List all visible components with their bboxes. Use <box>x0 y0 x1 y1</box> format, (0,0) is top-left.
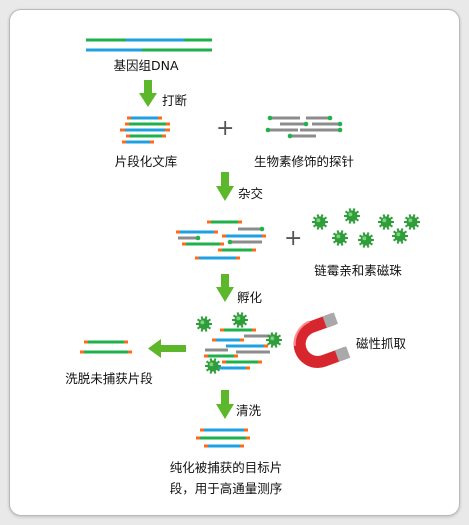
streptavidin-bead <box>205 358 221 374</box>
streptavidin-beads-graphic <box>312 208 420 248</box>
label-wash-out: 洗脱未捕获片段 <box>65 371 153 386</box>
hybridized-complex-graphic <box>176 220 266 260</box>
unbound-fragments-graphic <box>80 340 132 354</box>
arrow-incubate <box>216 274 234 302</box>
streptavidin-bead <box>332 230 348 246</box>
label-incubate: 孵化 <box>237 290 263 305</box>
label-hybridize: 杂交 <box>238 186 264 201</box>
streptavidin-bead <box>358 232 374 248</box>
genomic-dna-graphic <box>86 38 212 52</box>
streptavidin-bead <box>196 316 212 332</box>
arrow-hybridize <box>216 172 234 201</box>
label-genomic-dna: 基因组DNA <box>113 58 179 73</box>
plus-sign-2: + <box>284 226 303 251</box>
arrow-wash <box>216 390 234 419</box>
arrow-wash-out <box>148 339 186 358</box>
label-wash: 清洗 <box>236 403 262 418</box>
label-fragment-library: 片段化文库 <box>114 154 178 169</box>
captured-beads-graphic <box>196 312 282 374</box>
streptavidin-bead <box>312 214 328 230</box>
plus-sign-1: + <box>216 116 235 141</box>
fragment-library-graphic <box>120 116 170 144</box>
biotin-probe-graphic <box>265 115 343 139</box>
magnet-icon <box>293 312 351 368</box>
label-magnetic-capture: 磁性抓取 <box>356 336 407 351</box>
label-purify-line1: 纯化被捕获的目标片 <box>169 460 283 475</box>
streptavidin-bead <box>266 332 282 348</box>
streptavidin-bead <box>392 228 408 244</box>
streptavidin-bead <box>404 214 420 230</box>
streptavidin-bead <box>378 214 394 230</box>
label-fragment: 打断 <box>162 93 188 108</box>
purified-fragments-graphic <box>196 428 250 448</box>
label-purify-line2: 段，用于高通量测序 <box>169 481 283 496</box>
label-streptavidin-beads: 链霉亲和素磁珠 <box>314 263 402 278</box>
streptavidin-bead <box>232 312 248 328</box>
captured-complex-graphic <box>204 328 272 370</box>
label-biotin-probe: 生物素修饰的探针 <box>253 154 355 169</box>
streptavidin-bead <box>344 208 360 224</box>
arrow-fragment <box>139 80 157 107</box>
